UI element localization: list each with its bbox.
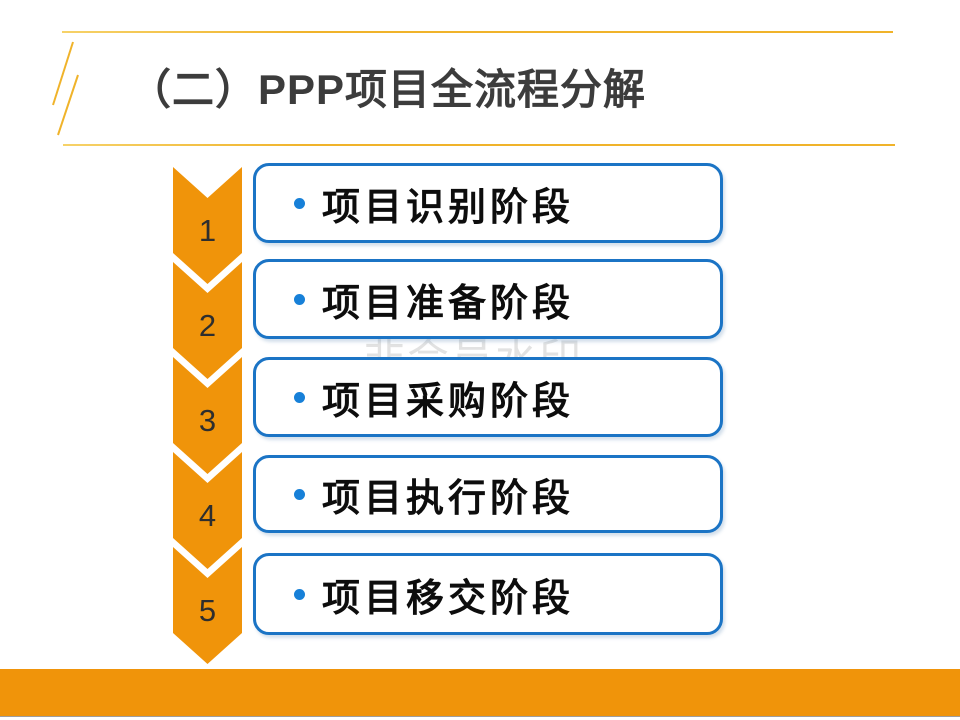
circle-bullet-icon bbox=[294, 197, 305, 209]
footer-accent-bar bbox=[0, 669, 960, 717]
stage-chevron-1: 1 bbox=[173, 167, 242, 284]
circle-bullet-icon bbox=[294, 391, 305, 403]
stage-label: 项目准备阶段 bbox=[322, 282, 575, 325]
stage-number: 3 bbox=[198, 403, 217, 438]
stage-box-preparation: 项目准备阶段 bbox=[253, 259, 723, 339]
circle-bullet-icon bbox=[294, 293, 305, 305]
header-top-rule bbox=[62, 31, 893, 33]
stage-label: 项目执行阶段 bbox=[322, 477, 575, 520]
stage-number: 1 bbox=[198, 213, 217, 248]
decorative-slashes bbox=[52, 41, 79, 136]
stage-label: 项目采购阶段 bbox=[322, 380, 575, 423]
stage-box-procurement: 项目采购阶段 bbox=[253, 357, 723, 437]
stage-box-identification: 项目识别阶段 bbox=[253, 163, 723, 243]
stage-box-execution: 项目执行阶段 bbox=[253, 455, 723, 533]
stage-box-transfer: 项目移交阶段 bbox=[253, 553, 723, 635]
page-title: （二）PPP项目全流程分解 bbox=[129, 66, 647, 113]
circle-bullet-icon bbox=[294, 488, 305, 500]
header-bottom-rule bbox=[63, 144, 895, 146]
stage-label: 项目移交阶段 bbox=[322, 577, 575, 620]
stage-number: 4 bbox=[198, 498, 217, 533]
stage-number: 2 bbox=[198, 308, 217, 343]
circle-bullet-icon bbox=[294, 588, 305, 600]
stage-label: 项目识别阶段 bbox=[322, 186, 575, 229]
stage-number: 5 bbox=[198, 593, 217, 628]
